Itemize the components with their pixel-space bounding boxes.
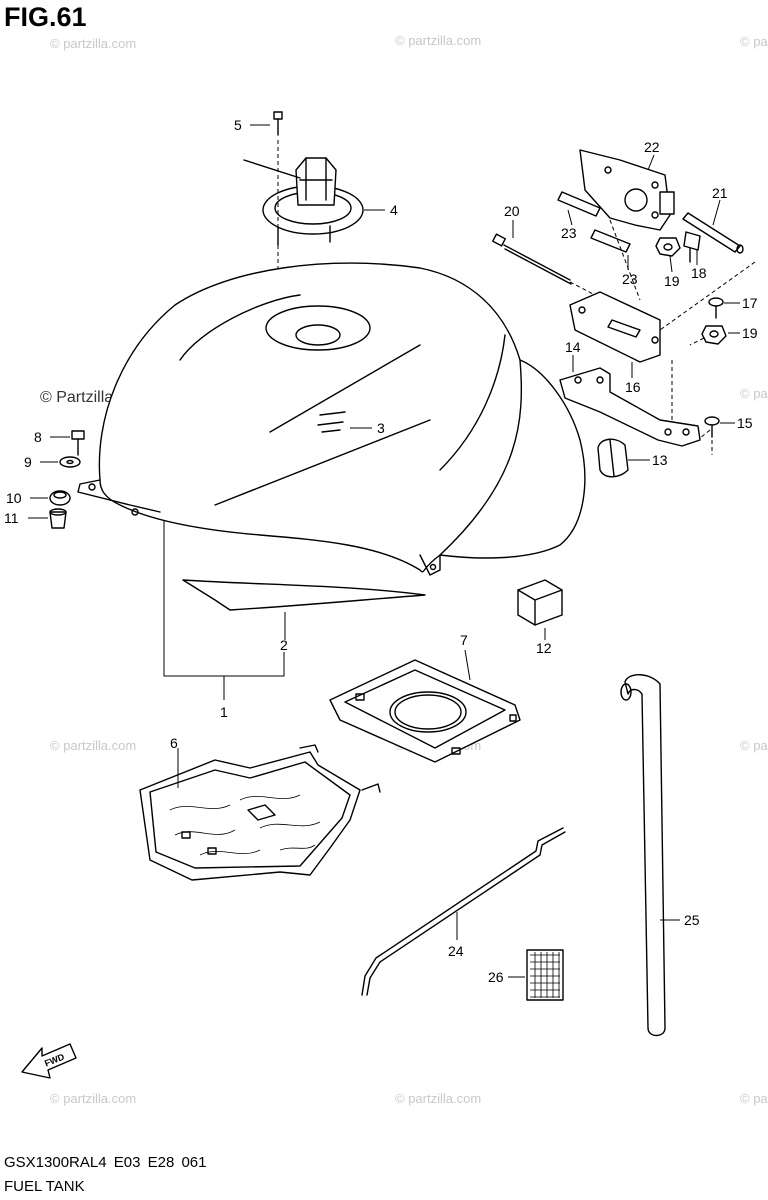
part-7-gasket [329, 649, 521, 763]
label-10: 10 [6, 490, 22, 506]
watermark: © partzilla.com [740, 738, 768, 753]
part-19-nut [701, 325, 740, 345]
label-11: 11 [4, 510, 19, 526]
label-9: 9 [24, 454, 32, 470]
watermark: © partzilla.com [740, 34, 768, 49]
label-15: 15 [737, 415, 753, 431]
part-8-bolt [50, 430, 85, 456]
label-3: 3 [377, 420, 385, 436]
label-1: 1 [220, 704, 228, 720]
label-14: 14 [565, 339, 581, 355]
part-21-pin [682, 199, 744, 254]
label-4: 4 [390, 202, 398, 218]
label-13: 13 [652, 452, 668, 468]
part-18-bolt [683, 231, 701, 265]
label-26: 26 [488, 969, 504, 985]
label-17: 17 [742, 295, 758, 311]
model-code: GSX1300RAL4 E03 E28 061 [4, 1154, 207, 1171]
label-21: 21 [712, 185, 728, 201]
part-24-rod [361, 827, 566, 996]
figure-title: FIG.61 [4, 2, 87, 32]
part-9-washer [40, 456, 81, 468]
label-7: 7 [460, 632, 468, 648]
part-17-screw [708, 297, 740, 319]
label-23: 23 [622, 271, 638, 287]
part-11-collar [28, 508, 67, 529]
label-20: 20 [504, 203, 520, 219]
watermark: © partzilla.com [50, 1091, 136, 1106]
part-23-pad [590, 229, 631, 270]
part-25-hose [620, 674, 680, 1037]
part-14-plate [559, 355, 701, 447]
watermark: © partzilla.com [50, 36, 136, 51]
part-26-pad [508, 949, 564, 1001]
label-18: 18 [691, 265, 707, 281]
part-13-cushion [597, 438, 650, 478]
part-22-hinge [579, 149, 675, 231]
part-16-bracket [569, 291, 661, 378]
part-12-block [517, 579, 563, 640]
part-1-fuel-tank [77, 262, 586, 576]
label-24: 24 [448, 943, 464, 959]
part-10-grommet [30, 490, 71, 506]
fwd-arrow-icon: FWD [21, 1043, 77, 1079]
part-23-pad [557, 191, 601, 226]
label-22: 22 [644, 139, 660, 155]
part-labels: 5 4 3 2 1 8 9 10 11 22 21 20 23 23 18 19… [4, 117, 758, 985]
section-name: FUEL TANK [4, 1178, 85, 1195]
label-6: 6 [170, 735, 178, 751]
label-8: 8 [34, 429, 42, 445]
watermark: © partzilla.com [740, 1091, 768, 1106]
part-4-fuel-cap [243, 157, 385, 246]
part-19-nut [655, 237, 681, 273]
part-6-insulator [139, 744, 381, 881]
watermark: © partzilla.com [50, 738, 136, 753]
watermark: © partzilla.com [740, 386, 768, 401]
watermark: © partzilla.com [395, 1091, 481, 1106]
part-5-bolt [250, 111, 283, 136]
label-19: 19 [742, 325, 758, 341]
part-15-screw [704, 416, 735, 438]
label-2: 2 [280, 637, 288, 653]
watermark: © partzilla.com [395, 33, 481, 48]
label-19: 19 [664, 273, 680, 289]
label-5: 5 [234, 117, 242, 133]
label-12: 12 [536, 640, 552, 656]
label-25: 25 [684, 912, 700, 928]
part-2-sheet [182, 579, 426, 640]
label-23: 23 [561, 225, 577, 241]
label-16: 16 [625, 379, 641, 395]
